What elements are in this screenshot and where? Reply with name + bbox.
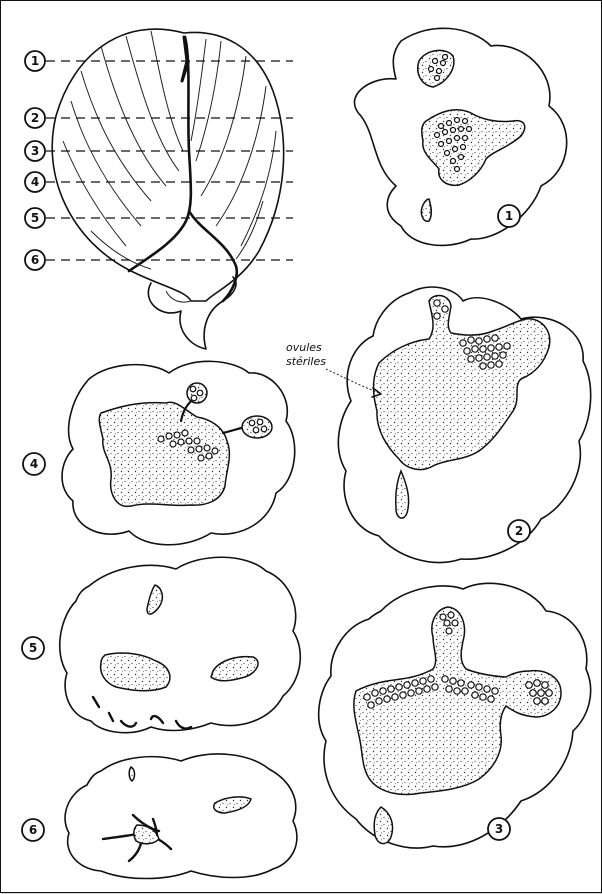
section-5-outline (60, 557, 301, 732)
svg-text:5: 5 (31, 211, 39, 225)
section-4: 4 (23, 361, 295, 544)
svg-text:1: 1 (505, 209, 513, 223)
svg-text:4: 4 (30, 457, 38, 471)
svg-text:1: 1 (31, 54, 39, 68)
svg-text:4: 4 (31, 175, 39, 189)
marker-5: 5 (25, 208, 45, 228)
svg-text:2: 2 (515, 524, 523, 538)
ovules-label-2: stériles (286, 355, 326, 368)
section-6-outline (65, 754, 297, 878)
section-1-number: 1 (498, 205, 520, 227)
svg-text:6: 6 (29, 823, 37, 837)
marker-6: 6 (25, 250, 45, 270)
section-6: 6 (22, 754, 297, 878)
section-2-number: 2 (508, 520, 530, 542)
marker-1: 1 (25, 51, 45, 71)
svg-text:2: 2 (31, 111, 39, 125)
marker-4: 4 (25, 172, 45, 192)
marker-2: 2 (25, 108, 45, 128)
marker-3: 3 (25, 141, 45, 161)
section-3: 3 (319, 583, 591, 848)
ovules-label-1: ovules (286, 341, 322, 354)
section-4-number: 4 (23, 453, 45, 475)
section-3-number: 3 (488, 818, 510, 840)
svg-text:3: 3 (495, 822, 503, 836)
fruit-drawing: 1 2 3 4 5 6 (25, 29, 293, 349)
svg-text:6: 6 (31, 253, 39, 267)
section-5: 5 (22, 557, 300, 732)
svg-text:3: 3 (31, 144, 39, 158)
section-1: 1 (354, 28, 566, 245)
section-2: ovules stériles 2 (286, 287, 591, 562)
section-6-number: 6 (22, 819, 44, 841)
svg-text:5: 5 (29, 641, 37, 655)
section-5-number: 5 (22, 637, 44, 659)
